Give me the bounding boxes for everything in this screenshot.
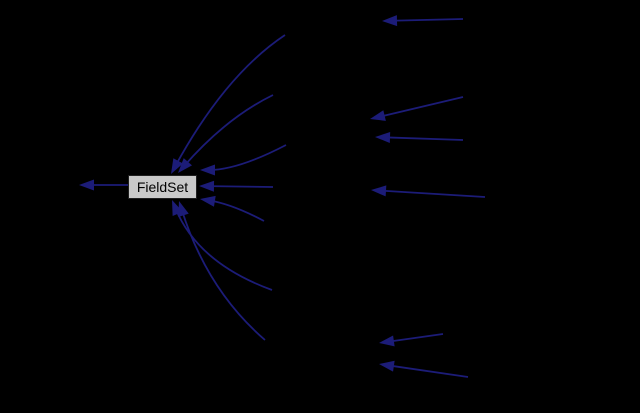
edge-far-right-arrow-1 [390,18,464,22]
node-fieldset[interactable]: FieldSet [128,175,197,199]
edge-far-right-arrow-5 [387,333,444,343]
arrowhead-top-curve-1 [171,158,184,174]
arrowhead-far-right-arrow-5 [379,335,395,347]
arrowhead-lower-right-line [200,195,216,207]
arrowhead-far-right-arrow-2 [370,110,386,121]
edge-far-right-arrow-2 [378,96,464,118]
edge-bottom-curve-2 [180,209,266,341]
arrowhead-top-curve-2 [178,158,193,173]
edge-upper-right-line [208,144,287,171]
arrowhead-far-right-arrow-1 [382,15,398,27]
edge-far-right-arrow-4 [379,189,486,198]
arrowhead-mid-right-line [199,180,215,192]
arrowhead-upper-right-line [200,164,215,176]
arrowhead-far-right-arrow-6 [379,360,395,372]
edge-bottom-curve-1 [174,207,273,291]
node-fieldset-label: FieldSet [136,179,189,195]
arrowhead-far-right-arrow-4 [371,185,387,197]
arrowhead-bottom-curve-2 [178,201,189,217]
arrowhead-far-right-arrow-3 [375,132,391,144]
edge-lower-right-line [208,199,265,222]
edge-top-curve-1 [174,34,286,167]
edge-far-right-arrow-3 [383,136,464,141]
edge-far-right-arrow-6 [387,364,469,378]
edge-top-curve-2 [183,94,274,167]
arrowhead-fieldset-to-left [79,179,94,191]
edge-mid-right-line [207,185,274,188]
